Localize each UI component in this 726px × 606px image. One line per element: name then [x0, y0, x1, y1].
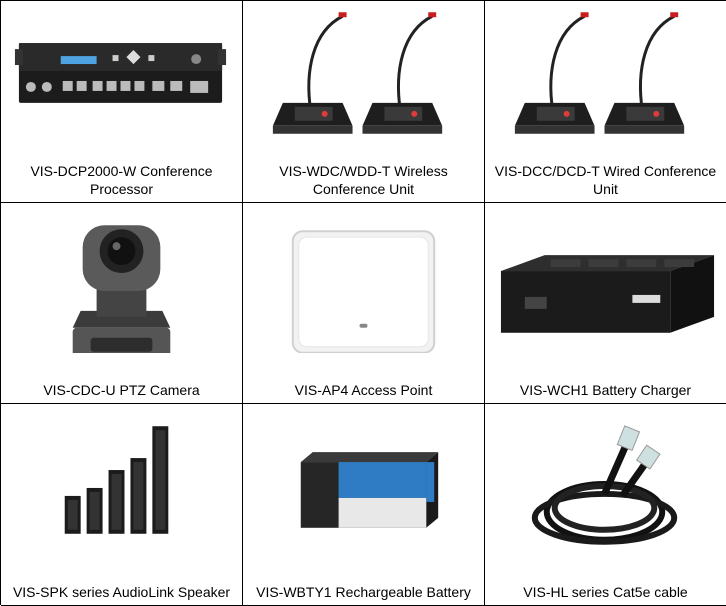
product-cell-wireless-conference-unit: VIS-WDC/WDD-T Wireless Conference Unit [243, 1, 485, 203]
product-caption: VIS-AP4 Access Point [294, 382, 433, 398]
battery-charger-image [500, 255, 715, 333]
product-caption: VIS-HL series Cat5e cable [523, 584, 688, 600]
battery-image [300, 452, 439, 528]
product-cell-speaker: VIS-SPK series AudioLink Speaker [1, 404, 243, 606]
product-cell-conference-processor: VIS-DCP2000-W Conference Processor [1, 1, 243, 203]
product-caption: VIS-WCH1 Battery Charger [519, 382, 692, 398]
product-caption: VIS-DCC/DCD-T Wired Conference Unit [494, 163, 717, 197]
product-caption: VIS-SPK series AudioLink Speaker [12, 584, 231, 600]
ptz-camera-image [72, 225, 171, 353]
product-cell-battery-charger: VIS-WCH1 Battery Charger [485, 203, 726, 404]
speaker-image [64, 426, 169, 534]
product-cell-cat5e-cable: VIS-HL series Cat5e cable [485, 404, 726, 606]
product-caption: VIS-WDC/WDD-T Wireless Conference Unit [279, 163, 448, 197]
wireless-conference-unit-image [272, 12, 443, 134]
product-cell-access-point: VIS-AP4 Access Point [243, 203, 485, 404]
product-cell-wired-conference-unit: VIS-DCC/DCD-T Wired Conference Unit [485, 1, 726, 203]
product-cell-rechargeable-battery: VIS-WBTY1 Rechargeable Battery [243, 404, 485, 606]
product-cell-ptz-camera: VIS-CDC-U PTZ Camera [1, 203, 243, 404]
wired-conference-unit-image [514, 12, 685, 134]
product-caption: VIS-DCP2000-W Conference Processor [30, 163, 213, 197]
cat5e-cable-image [531, 425, 678, 545]
product-caption: VIS-WBTY1 Rechargeable Battery [256, 584, 471, 600]
access-point-image [291, 230, 436, 353]
product-caption: VIS-CDC-U PTZ Camera [43, 382, 200, 398]
conference-processor-image [14, 43, 227, 103]
